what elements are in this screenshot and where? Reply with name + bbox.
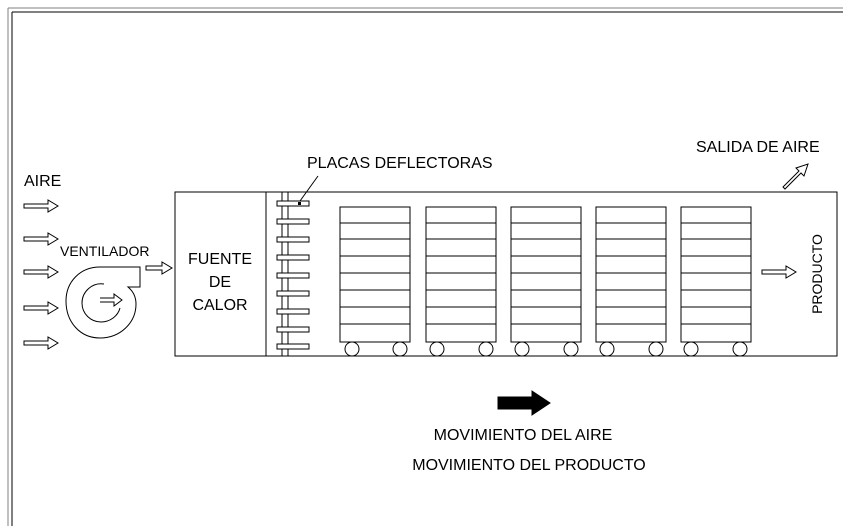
deflector-plate [276,326,310,333]
product-carts [339,206,752,357]
mov-producto-label: MOVIMIENTO DEL PRODUCTO [412,457,646,474]
placas-leader [299,175,319,202]
placas-label: PLACAS DEFLECTORAS [307,155,493,172]
deflector-plate [276,200,310,207]
fan-icon [65,266,141,339]
deflector-plate [276,236,310,243]
wheel-icon [429,341,445,357]
inlet-air-arrows [23,199,59,350]
product-cart [680,206,752,357]
product-out-arrow-icon [761,265,797,279]
wheel-icon [683,341,699,357]
wheel-icon [599,341,615,357]
fuente-label-line2: DE [209,274,231,291]
deflector-plate [276,254,310,261]
inlet-arrow-icon [23,232,59,246]
wheel-icon [392,341,408,357]
wheel-icon [648,341,664,357]
mov-aire-label: MOVIMIENTO DEL AIRE [434,427,613,444]
frame [7,7,843,526]
deflector-plate [276,218,310,225]
wheel-icon [344,341,360,357]
deflector-plate [276,272,310,279]
wheel-icon [563,341,579,357]
producto-label: PRODUCTO [809,234,825,314]
product-cart [339,206,411,357]
wheel-icon [478,341,494,357]
movement-arrow-icon [497,390,551,416]
product-cart [425,206,497,357]
deflector-plate [276,343,310,350]
fuente-label-line3: CALOR [192,297,247,314]
fuente-label-line1: FUENTE [188,251,252,268]
wheel-icon [514,341,530,357]
inlet-arrow-icon [23,301,59,315]
deflector-plate [276,308,310,315]
deflector-plates [276,192,310,356]
salida-label: SALIDA DE AIRE [696,139,820,156]
inlet-arrow-icon [23,199,59,213]
fan-outlet-arrow-icon [145,261,173,275]
inlet-arrow-icon [23,265,59,279]
ventilador-label: VENTILADOR [60,243,149,259]
product-cart [510,206,582,357]
outlet-air-arrow-icon [782,163,809,190]
inlet-arrow-icon [23,336,59,350]
placas-leader-dot [298,202,301,205]
product-cart [595,206,667,357]
deflector-plate [276,290,310,297]
wheel-icon [732,341,748,357]
aire-label: AIRE [24,173,61,190]
